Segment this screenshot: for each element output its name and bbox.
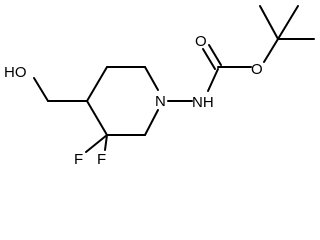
- bond-carbonyl-double-b: [208, 44, 222, 66]
- bond-ch2-oh: [33, 77, 49, 102]
- bond-tbu-me2: [277, 5, 299, 40]
- carbonyl-oxygen-label: O: [195, 33, 207, 50]
- bond-tbu-me1: [259, 5, 279, 40]
- bond-c3-c4: [86, 100, 108, 136]
- amide-nh-label: NH: [192, 94, 214, 111]
- fluorine-1-label: F: [74, 151, 83, 168]
- ring-nitrogen-label: N: [155, 93, 166, 110]
- bond-carbonyl-double-a: [202, 48, 216, 70]
- atom-labels: HO N NH O O F F: [4, 33, 263, 168]
- ester-oxygen-label: O: [251, 61, 263, 78]
- bond-n1-c2: [144, 109, 159, 136]
- bond-nh-carbonyl-c: [207, 68, 219, 92]
- bond-c4-c5: [86, 66, 108, 102]
- bond-ester-o-tbu: [263, 38, 279, 63]
- bond-c6-n1: [144, 66, 159, 91]
- molecule-structure: HO N NH O O F F: [4, 5, 315, 168]
- bonds: [33, 5, 315, 153]
- bond-c3-f2: [104, 134, 108, 151]
- fluorine-2-label: F: [97, 151, 106, 168]
- hydroxyl-label: HO: [4, 64, 27, 81]
- bond-c3-f1: [85, 134, 108, 153]
